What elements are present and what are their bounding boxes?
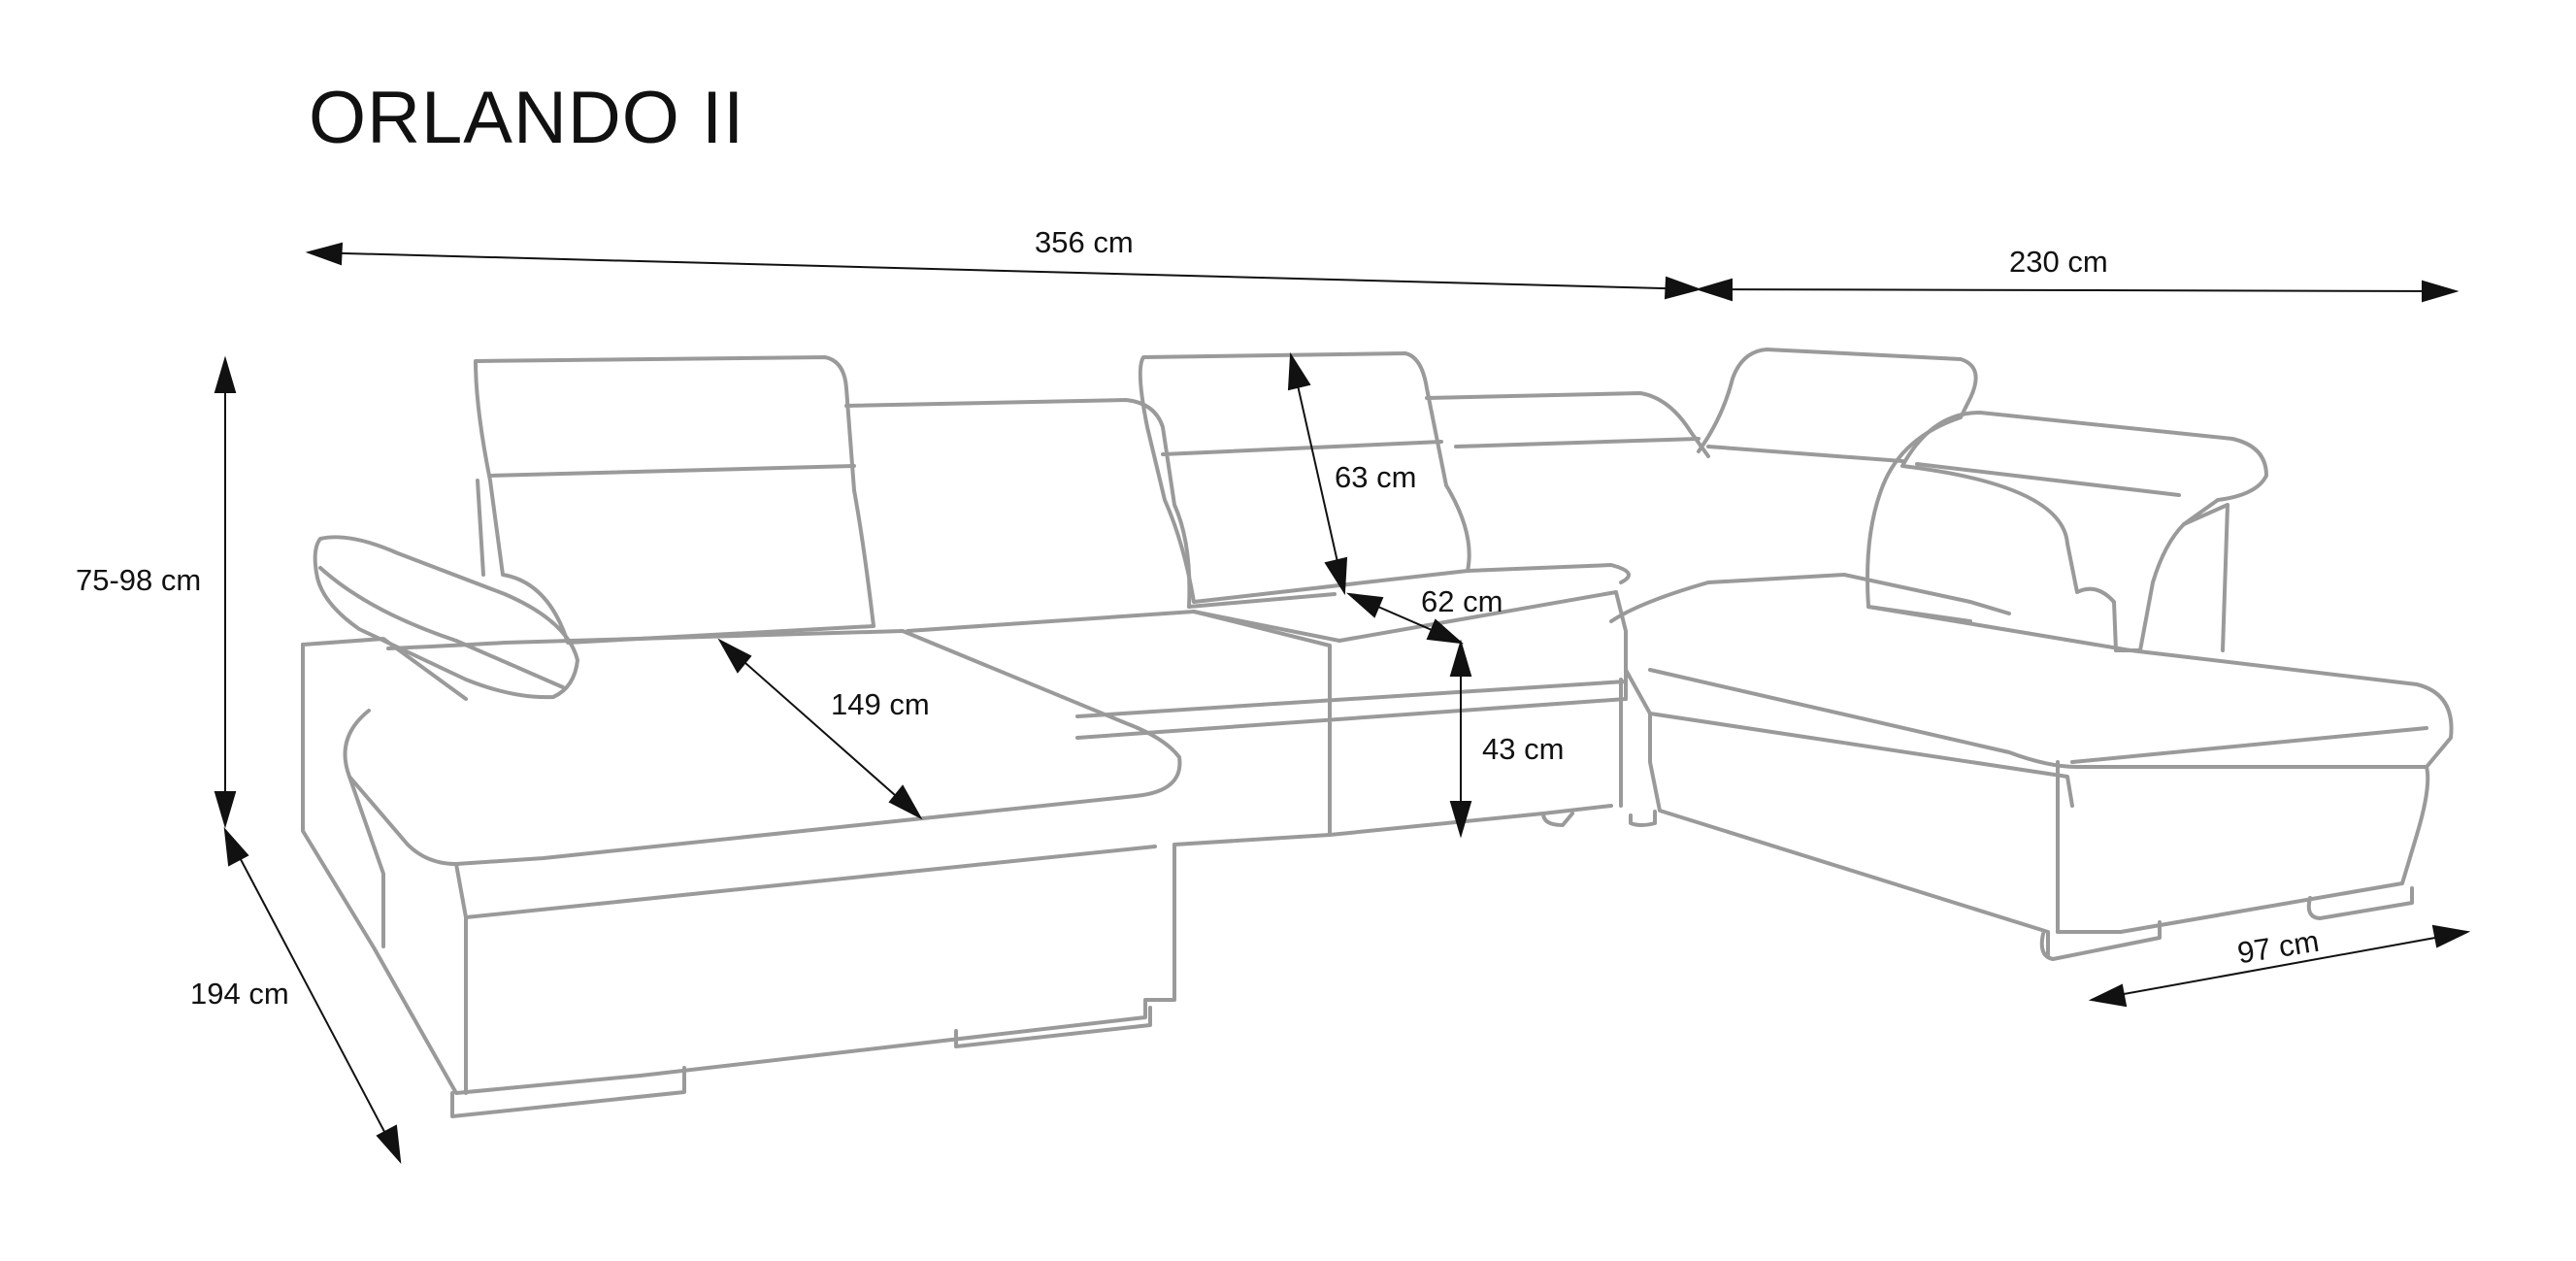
left-armrest bbox=[313, 535, 579, 700]
label-total-width: 356 cm bbox=[1035, 225, 1134, 259]
left-chaise-base bbox=[301, 643, 1176, 1095]
middle-seat bbox=[906, 590, 1628, 701]
arrowhead bbox=[717, 638, 752, 674]
dim-line-chaise bbox=[719, 640, 921, 818]
arrowhead bbox=[305, 242, 344, 266]
label-seat-depth: 62 cm bbox=[1421, 584, 1503, 618]
arrowhead bbox=[223, 826, 249, 867]
corner-seat bbox=[1609, 573, 2011, 623]
sofa-outline bbox=[301, 348, 2454, 1118]
middle-back-1 bbox=[844, 398, 1192, 609]
arrowhead bbox=[2422, 280, 2460, 303]
arrowhead bbox=[214, 791, 237, 829]
left-chaise-cushion bbox=[343, 629, 1182, 866]
left-chaise-foot-2 bbox=[954, 1006, 1152, 1048]
corner-foot bbox=[1629, 810, 1657, 827]
label-height: 75-98 cm bbox=[76, 563, 202, 597]
label-right-width: 230 cm bbox=[2009, 245, 2108, 279]
label-chaise-diagonal: 149 cm bbox=[831, 687, 930, 721]
arrowhead bbox=[376, 1124, 402, 1165]
arrowhead bbox=[214, 355, 237, 393]
middle-back-2 bbox=[1425, 391, 1710, 458]
arrowhead bbox=[1426, 618, 1465, 645]
arrowhead bbox=[1695, 278, 1733, 302]
left-headrest bbox=[474, 355, 875, 645]
arrowhead bbox=[2088, 983, 2128, 1008]
label-depth: 194 cm bbox=[190, 977, 289, 1011]
dim-line-depth bbox=[224, 829, 401, 1162]
arrowhead bbox=[1449, 639, 1472, 677]
product-title: ORLANDO II bbox=[309, 77, 745, 159]
arrowhead bbox=[1664, 276, 1702, 300]
label-backrest: 63 cm bbox=[1335, 460, 1417, 494]
right-chaise-foot-2 bbox=[2306, 886, 2414, 920]
label-seat-height: 43 cm bbox=[1482, 732, 1565, 766]
right-chaise-seat bbox=[1648, 605, 2454, 769]
middle-foot bbox=[1541, 812, 1574, 827]
arrowhead bbox=[1324, 556, 1348, 596]
dimension-arrows bbox=[214, 242, 2471, 1165]
middle-headrest bbox=[1138, 351, 1471, 604]
left-chaise-foot bbox=[450, 1066, 686, 1118]
arrowhead bbox=[1287, 351, 1311, 391]
arrowhead bbox=[888, 784, 923, 820]
arrowhead bbox=[2431, 924, 2471, 948]
arrowhead bbox=[1345, 592, 1384, 618]
right-back bbox=[1697, 348, 1978, 623]
dim-line-total-width bbox=[308, 251, 1700, 290]
arrowhead bbox=[1449, 801, 1472, 839]
right-headrest bbox=[1900, 411, 2268, 652]
dim-line-right-depth bbox=[2091, 931, 2468, 1001]
dim-line-right-width bbox=[1698, 288, 2457, 292]
dim-line-backrest bbox=[1290, 354, 1345, 593]
right-chaise-foot bbox=[2039, 920, 2162, 961]
